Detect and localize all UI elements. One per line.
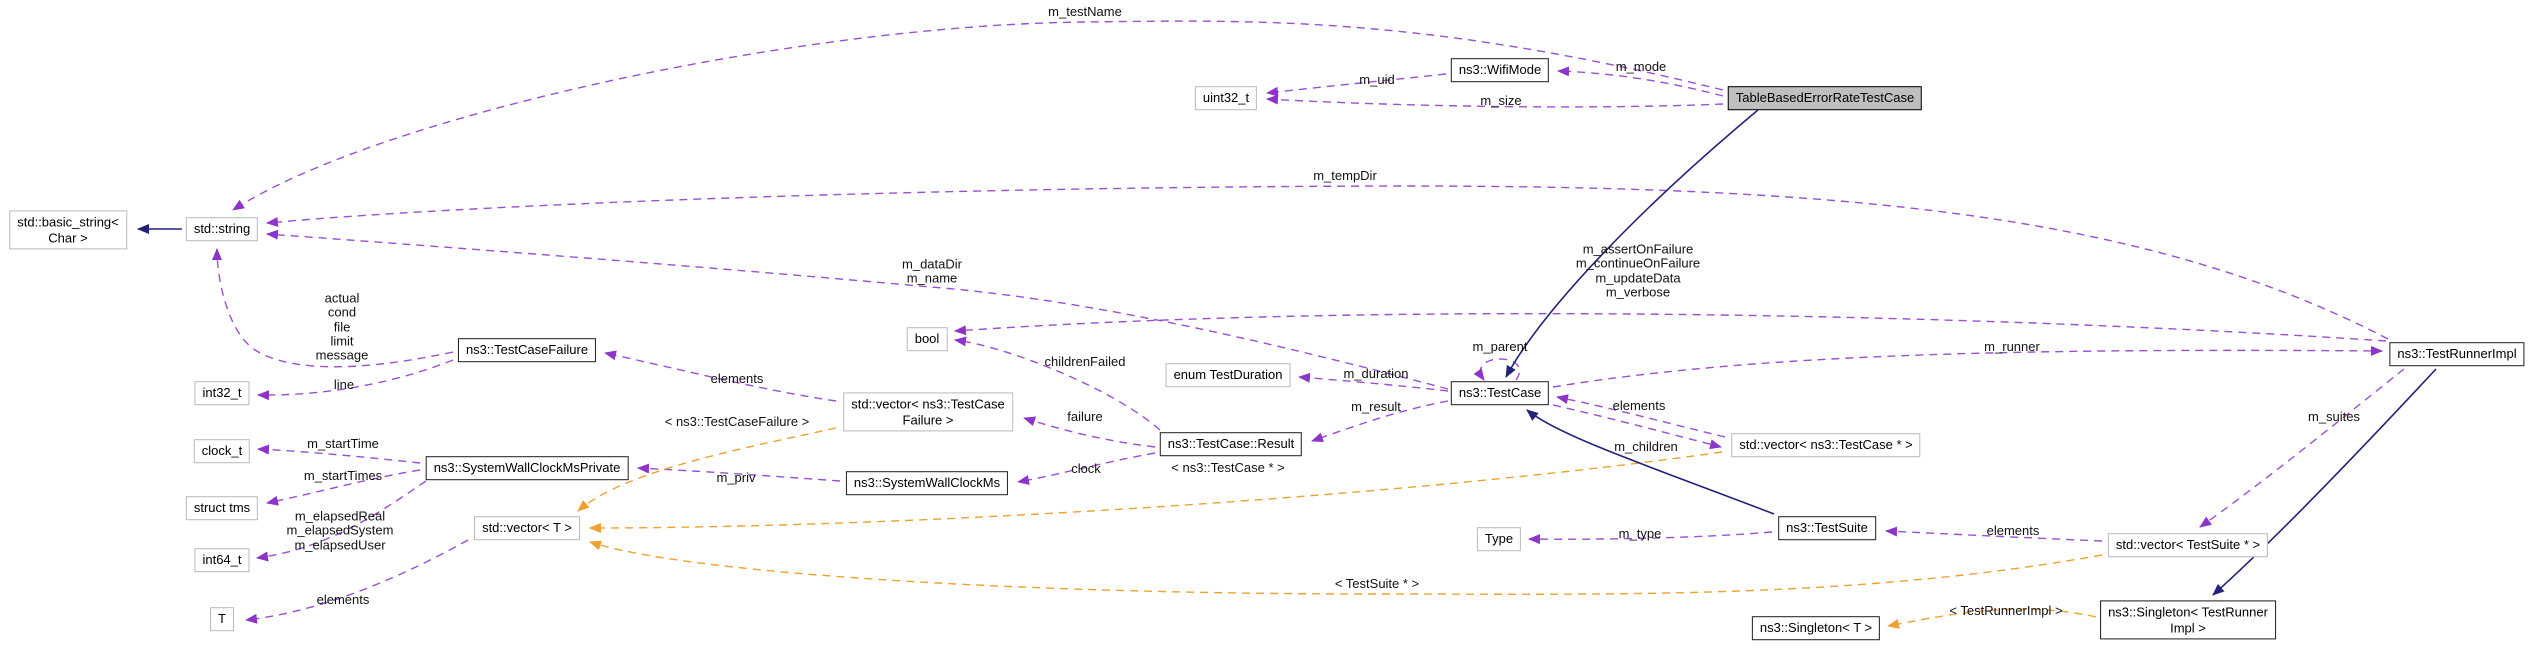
- edge-m-testname: [232, 20, 1724, 211]
- node-ns3-testcase[interactable]: ns3::TestCase: [1450, 381, 1550, 405]
- edge-label-m-starttimes: m_startTimes: [303, 467, 383, 483]
- edge-m-size: [1266, 94, 1724, 108]
- node-struct-tms: struct tms: [185, 496, 259, 520]
- edge-label-m-suites: m_suites: [2307, 408, 2361, 424]
- node-ns3-systemwallclockmsprivate[interactable]: ns3::SystemWallClockMsPrivate: [425, 456, 629, 480]
- edge-template-testsuite-ptr: [589, 540, 2103, 595]
- edge-label-failure-fields: actual cond file limit message: [315, 290, 369, 363]
- node-uint32-t: uint32_t: [1194, 86, 1258, 110]
- edge-failure: [1023, 416, 1156, 448]
- edge-label-line: line: [333, 376, 355, 392]
- node-ns3-systemwallclockms[interactable]: ns3::SystemWallClockMs: [845, 471, 1009, 495]
- edge-label-elements-tcf: elements: [710, 370, 764, 386]
- node-ns3-testsuite[interactable]: ns3::TestSuite: [1778, 516, 1876, 540]
- edge-failure-fields: [212, 248, 454, 368]
- edge-m-starttime: [257, 444, 421, 464]
- edge-inherit-tablebased-testcase: [1505, 109, 1759, 378]
- edge-label-template-testsuite: < TestSuite * >: [1334, 575, 1420, 591]
- edge-inherit-testsuite-testcase: [1526, 409, 1775, 515]
- edge-m-type: [1528, 531, 1773, 545]
- node-tablebasederrorratetestcase: TableBasedErrorRateTestCase: [1727, 86, 1923, 110]
- node-ns3-testcase-result[interactable]: ns3::TestCase::Result: [1159, 432, 1303, 456]
- edge-label-childrenfailed: childrenFailed: [1044, 353, 1126, 369]
- edge-label-template-testrunnerimpl: < TestRunnerImpl >: [1949, 602, 2063, 618]
- node-clock-t: clock_t: [193, 439, 251, 463]
- edge-m-uid: [1266, 73, 1447, 97]
- edge-elements-testcase: [1556, 394, 1726, 438]
- edge-label-elements-testcase: elements: [1612, 397, 1666, 413]
- edge-label-failure: failure: [1067, 408, 1103, 424]
- edge-elements-tcf: [604, 350, 837, 402]
- node-std-string: std::string: [185, 217, 259, 241]
- edge-label-m-parent: m_parent: [1472, 338, 1528, 354]
- edge-m-parent-loop: [1473, 358, 1520, 381]
- node-int32-t: int32_t: [194, 381, 250, 405]
- node-ns3-testcasefailure[interactable]: ns3::TestCaseFailure: [457, 338, 597, 362]
- edge-runner-flags: [954, 312, 2387, 342]
- edge-label-m-datadir-m-name: m_dataDir m_name: [902, 256, 962, 286]
- edge-label-runner-flags: m_assertOnFailure m_continueOnFailure m_…: [1575, 241, 1701, 300]
- edge-m-starttimes: [266, 469, 421, 506]
- edge-label-m-testname: m_testName: [1048, 3, 1122, 19]
- node-type: Type: [1476, 527, 1522, 551]
- edge-label-template-testcase: < ns3::TestCase * >: [1171, 459, 1285, 475]
- edge-m-children: [1552, 404, 1722, 450]
- node-ns3-singleton-testrunnerimpl[interactable]: ns3::Singleton< TestRunner Impl >: [2100, 600, 2276, 640]
- edge-m-mode: [1557, 66, 1724, 97]
- node-std-basic-string: std::basic_string< Char >: [9, 210, 127, 250]
- edge-label-m-uid: m_uid: [1359, 71, 1395, 87]
- edge-m-result: [1311, 400, 1449, 443]
- edge-label-m-type: m_type: [1618, 525, 1662, 541]
- edge-inherit-testrunnerimpl-singleton: [2212, 368, 2437, 596]
- edge-label-m-result: m_result: [1351, 398, 1401, 414]
- edge-m-runner: [1552, 345, 2383, 388]
- node-t: T: [210, 607, 234, 631]
- edge-label-elements-testsuite: elements: [1986, 522, 2040, 538]
- node-std-vector-testcase-ptr: std::vector< ns3::TestCase * >: [1731, 433, 1921, 457]
- edge-label-clock: clock: [1071, 460, 1101, 476]
- edge-m-elapsed: [256, 480, 427, 562]
- edge-label-m-runner: m_runner: [1984, 338, 2040, 354]
- edge-label-m-mode: m_mode: [1615, 58, 1667, 74]
- edge-label-m-children: m_children: [1614, 438, 1678, 454]
- node-bool: bool: [906, 327, 948, 351]
- edge-elements-t: [245, 539, 469, 624]
- node-ns3-singleton-t[interactable]: ns3::Singleton< T >: [1751, 616, 1881, 640]
- node-enum-testduration: enum TestDuration: [1165, 363, 1291, 387]
- node-ns3-wifimode[interactable]: ns3::WifiMode: [1450, 58, 1550, 82]
- edge-m-tempdir: [266, 185, 2389, 340]
- edge-label-m-starttime: m_startTime: [307, 435, 379, 451]
- node-ns3-testrunnerimpl[interactable]: ns3::TestRunnerImpl: [2389, 342, 2525, 366]
- edge-label-m-tempdir: m_tempDir: [1313, 167, 1377, 183]
- edge-label-m-elapsed: m_elapsedReal m_elapsedSystem m_elapsedU…: [286, 508, 394, 553]
- edge-m-suites: [2199, 368, 2405, 528]
- edge-line: [257, 359, 454, 401]
- edge-m-duration: [1298, 372, 1449, 392]
- edge-label-m-duration: m_duration: [1343, 365, 1409, 381]
- edge-label-m-priv: m_priv: [716, 469, 756, 485]
- node-std-vector-t: std::vector< T >: [474, 516, 580, 540]
- node-int64-t: int64_t: [194, 548, 250, 572]
- node-std-vector-testcasefailure: std::vector< ns3::TestCase Failure >: [843, 392, 1013, 432]
- edge-template-testcase-ptr: [589, 451, 1723, 533]
- edge-label-elements-t: elements: [316, 591, 370, 607]
- node-std-vector-testsuite-ptr: std::vector< TestSuite * >: [2107, 533, 2269, 557]
- edge-clock: [1017, 452, 1156, 485]
- edge-childrenfailed: [954, 336, 1161, 431]
- edge-label-template-tcf: < ns3::TestCaseFailure >: [664, 413, 810, 429]
- edge-template-testrunnerimpl: [1887, 608, 2097, 629]
- edge-label-m-size: m_size: [1480, 92, 1522, 108]
- edge-m-priv: [637, 463, 841, 482]
